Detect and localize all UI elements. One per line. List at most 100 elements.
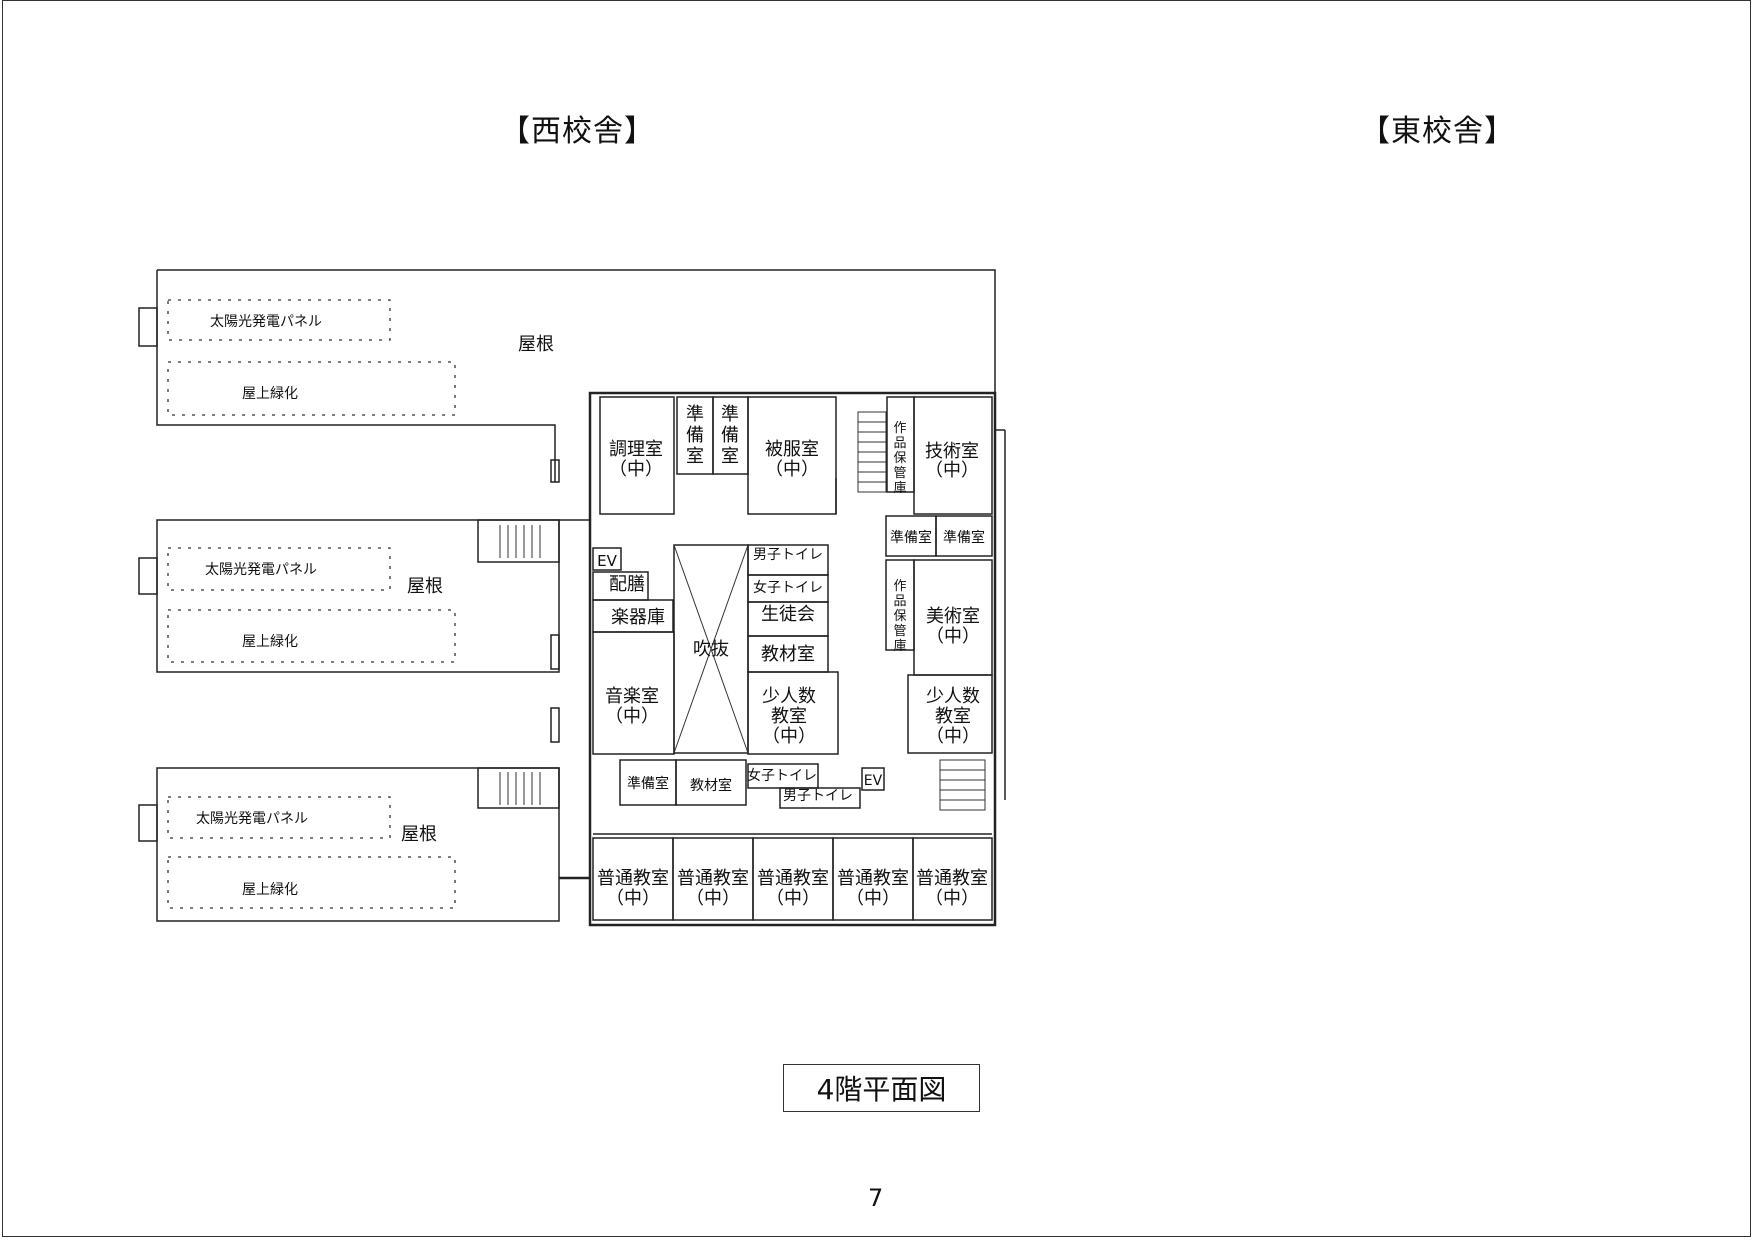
classroom-5-sub: （中） — [925, 888, 979, 909]
works-b-2: 品 — [893, 594, 906, 609]
small-class-a-2: 教室 — [771, 706, 807, 727]
prep-c-label: 準備室 — [890, 529, 932, 546]
classroom-2-label: 普通教室 — [677, 868, 749, 889]
solar-label-2: 太陽光発電パネル — [205, 562, 317, 578]
stair-north-steps — [857, 411, 887, 493]
roof-middle-notch-b — [550, 707, 560, 743]
main-building-outline — [588, 391, 997, 927]
prep-a-2: 備 — [686, 425, 704, 446]
works-b-4: 管 — [893, 624, 906, 639]
roof-top-notch — [550, 459, 560, 483]
works-b-5: 庫 — [893, 639, 906, 654]
prep-e-label: 準備室 — [627, 775, 669, 792]
room-clothing — [747, 396, 837, 515]
ev-east-label: EV — [864, 773, 883, 789]
student-council-label: 生徒会 — [761, 604, 815, 625]
green-area-3 — [167, 856, 456, 909]
music-sub: （中） — [605, 706, 659, 727]
roof-top-tab — [138, 307, 158, 347]
solar-area-2 — [167, 547, 391, 591]
stair-west-a — [477, 519, 560, 563]
roof-top-outline-left — [156, 270, 556, 482]
works-a-5: 庫 — [893, 481, 906, 496]
small-class-a-3: （中） — [762, 726, 816, 747]
technology-label: 技術室 — [925, 441, 979, 462]
page-number: 7 — [868, 1184, 884, 1212]
prep-b-1: 準 — [721, 404, 739, 425]
roof-label-1: 屋根 — [518, 334, 554, 355]
small-class-b-2: 教室 — [935, 706, 971, 727]
prep-b-2: 備 — [721, 425, 739, 446]
classroom-1-sub: （中） — [606, 888, 660, 909]
art-sub: （中） — [926, 626, 980, 647]
small-class-a-1: 少人数 — [762, 686, 816, 707]
room-technology — [913, 396, 993, 515]
room-prep-d — [935, 515, 993, 557]
works-a-3: 保 — [893, 451, 906, 466]
solar-area-3 — [167, 796, 391, 839]
roof-bottom-outline — [156, 767, 560, 922]
roof-bottom-tab — [138, 804, 158, 842]
prep-a-3: 室 — [686, 446, 704, 467]
green-label-3: 屋上緑化 — [242, 882, 298, 898]
works-b-3: 保 — [893, 609, 906, 624]
plan-title: 4階平面図 — [783, 1064, 980, 1112]
room-small-class-a — [747, 671, 839, 755]
materials-b-label: 教材室 — [690, 777, 732, 794]
classroom-4-sub: （中） — [846, 888, 900, 909]
room-ev-east — [861, 767, 885, 791]
green-label-1: 屋上緑化 — [242, 386, 298, 402]
stair-west-b — [477, 767, 560, 809]
solar-label-3: 太陽光発電パネル — [196, 811, 308, 827]
classroom-4-label: 普通教室 — [837, 868, 909, 889]
stair-southeast-steps — [939, 759, 986, 811]
serving-label: 配膳 — [609, 574, 645, 595]
green-area-2 — [167, 609, 456, 663]
music-label: 音楽室 — [605, 686, 659, 707]
east-building-header: 【東校舎】 — [1360, 114, 1515, 149]
roof-label-2: 屋根 — [407, 576, 443, 597]
west-building-header: 【西校舎】 — [500, 114, 655, 149]
solar-area-1 — [167, 299, 391, 341]
girls-toilet-south-label: 女子トイレ — [747, 767, 817, 784]
girls-toilet-north-label: 女子トイレ — [753, 579, 823, 596]
stair-west-a-steps — [499, 525, 541, 558]
classroom-3-label: 普通教室 — [757, 868, 829, 889]
works-a-2: 品 — [893, 436, 906, 451]
small-class-b-3: （中） — [926, 726, 980, 747]
roof-label-3: 屋根 — [401, 824, 437, 845]
cooking-sub: （中） — [609, 459, 663, 480]
ev-west-label: EV — [597, 552, 617, 570]
room-cooking — [599, 396, 675, 515]
boys-toilet-north-label: 男子トイレ — [753, 547, 823, 563]
works-b-1: 作 — [893, 579, 906, 594]
prep-b-3: 室 — [721, 446, 739, 467]
classroom-1-label: 普通教室 — [597, 868, 669, 889]
boys-toilet-south-label: 男子トイレ — [783, 788, 853, 804]
room-materials-b — [675, 759, 747, 806]
atrium-diagonal-b — [673, 544, 749, 754]
prep-a-1: 準 — [686, 404, 704, 425]
roof-middle-outline — [156, 519, 560, 673]
room-ev-west — [592, 547, 622, 571]
room-classroom-5 — [912, 837, 993, 921]
art-label: 美術室 — [926, 606, 980, 627]
clothing-sub: （中） — [765, 459, 819, 480]
roof-middle-tab — [138, 557, 158, 595]
green-area-1 — [167, 361, 456, 416]
prep-d-label: 準備室 — [943, 529, 985, 546]
classroom-3-sub: （中） — [766, 888, 820, 909]
room-music — [592, 631, 675, 755]
instrument-storage-label: 楽器庫 — [611, 607, 665, 628]
classroom-2-sub: （中） — [686, 888, 740, 909]
small-class-b-1: 少人数 — [926, 686, 980, 707]
classroom-5-label: 普通教室 — [916, 868, 988, 889]
cooking-label: 調理室 — [609, 439, 663, 460]
green-label-2: 屋上緑化 — [242, 634, 298, 650]
roof-top-outline — [157, 269, 996, 393]
works-a-1: 作 — [893, 421, 906, 436]
stair-west-b-steps — [499, 772, 541, 805]
works-a-4: 管 — [893, 466, 906, 481]
materials-a-label: 教材室 — [761, 644, 815, 665]
